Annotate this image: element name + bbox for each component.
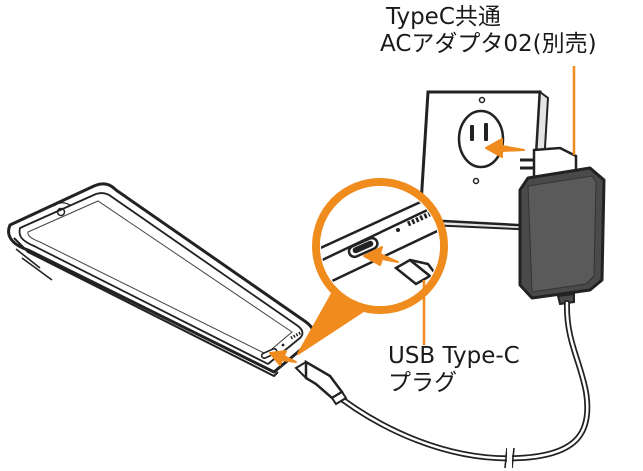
plug-label: USB Type-C プラグ [388, 343, 520, 397]
plug-label-line2: プラグ [388, 370, 457, 396]
front-camera [56, 207, 66, 217]
cable-break-mark [504, 447, 515, 469]
smartphone [7, 182, 315, 378]
insert-arrow-phone [269, 350, 297, 366]
outlet-screw-top [478, 96, 486, 104]
adapter-label: TypeC共通 ACアダプタ02(別売) [380, 4, 597, 58]
plug-label-line1: USB Type-C [388, 343, 520, 369]
zoom-insert-arrow [363, 246, 399, 266]
ac-adapter [518, 146, 606, 306]
outlet-screw-bottom [472, 177, 480, 185]
adapter-prongs [520, 158, 534, 170]
outlet-slot-right [484, 123, 488, 141]
usb-c-plug [294, 359, 348, 406]
adapter-label-line1: TypeC共通 [386, 4, 501, 30]
side-buttons [15, 248, 53, 281]
zoom-callout [297, 178, 448, 355]
adapter-label-line2: ACアダプタ02(別売) [380, 31, 597, 57]
wall-outlet [418, 90, 550, 232]
outlet-socket [457, 109, 505, 169]
insert-arrow-outlet [485, 138, 525, 158]
outlet-slot-left [470, 125, 474, 141]
